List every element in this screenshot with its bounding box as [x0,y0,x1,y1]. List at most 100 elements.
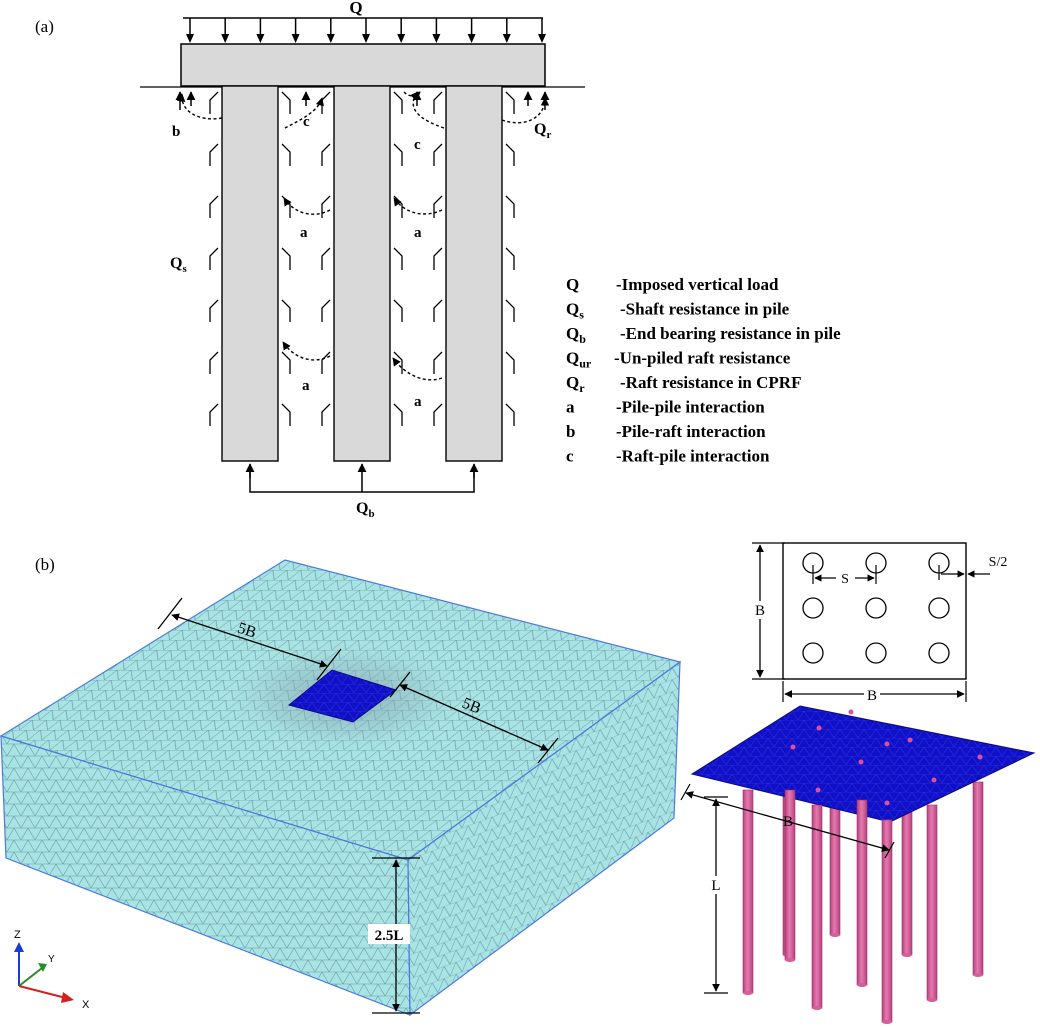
dim-5b-left-label: 5B [235,620,258,642]
panel-b: (b) 5B 5B 2.5L [0,542,1036,1024]
dimension-5b-right [389,671,559,764]
plan-pile-circles [802,552,950,664]
load-arrow [432,18,441,43]
friction-hook [433,91,443,114]
friction-hook [393,247,403,270]
friction-hook [281,403,291,426]
friction-hook [209,195,219,218]
model-pile [856,799,868,987]
pile-1 [221,85,279,462]
load-arrow [502,18,511,43]
plan-s-half-label: S/2 [989,555,1008,570]
pile-2 [333,85,391,462]
plan-pile [928,642,950,664]
friction-hook [321,351,331,374]
label-a-lower-right: a [414,394,422,410]
soil-right-face [407,660,681,1017]
legend-description: -Raft resistance in CPRF [620,373,801,392]
legend-description: -Pile-pile interaction [616,398,765,417]
panel-a-label: (a) [35,17,54,36]
friction-hook [433,247,443,270]
legend-symbol: Q [566,275,579,294]
raft-cap [180,43,546,87]
friction-hook [209,299,219,322]
plan-pile [865,597,887,619]
friction-hook [209,247,219,270]
friction-hook [393,143,403,166]
friction-hook [281,299,291,322]
pile-head-marker [815,787,821,793]
pile-3 [445,85,503,462]
load-arrow [467,18,476,43]
model-l-label: L [711,878,720,894]
pile-layout-plan: S S/2 B B [752,542,1008,704]
friction-hook [505,351,515,374]
friction-hook [505,195,515,218]
friction-hook [321,195,331,218]
model-pile [811,804,823,1010]
label-a-upper-right: a [414,225,422,241]
friction-hook [281,143,291,166]
friction-hook [281,351,291,374]
x-axis-arrow [18,985,67,999]
friction-hook [209,91,219,114]
soil-block [0,559,682,1017]
load-arrow [326,18,335,43]
legend-symbol: Qr [566,373,585,395]
friction-hook [505,299,515,322]
friction-hook [433,299,443,322]
model-pile [926,804,938,1002]
legend-symbol: c [566,447,574,466]
depth-label-bg [368,924,410,944]
label-a-upper-left: a [300,225,308,241]
friction-hook [321,143,331,166]
friction-hook [393,299,403,322]
end-bearing-arrows [245,463,479,493]
friction-hook [281,195,291,218]
model-pile [784,789,796,962]
friction-hook [393,403,403,426]
plan-raft-outline [782,542,967,680]
pile-head-marker [907,737,913,743]
plan-s-label: S [841,572,849,587]
legend-symbol: Qur [566,349,592,371]
friction-hook [209,403,219,426]
legend-description: -Raft-pile interaction [616,447,770,466]
legend-description: -Un-piled raft resistance [614,349,791,368]
load-arrow [256,18,265,43]
x-axis-label: X [82,999,90,1011]
friction-hook [505,143,515,166]
load-arrow [186,18,194,43]
pile-head-marker [931,777,937,783]
pile-head-marker [858,759,864,765]
interaction-arcs [176,91,550,381]
legend-symbol: Qb [566,324,586,346]
dim-5b-right-label: 5B [460,695,484,718]
legend-symbol: Qs [566,300,584,322]
plan-b-horizontal-label: B [867,688,877,704]
pile-head-marker [848,709,854,715]
friction-hook [321,247,331,270]
label-a-lower-left: a [302,378,310,394]
legend-symbol: a [566,398,575,417]
friction-hook [321,299,331,322]
load-label-q: Q [349,0,362,17]
friction-hook [209,351,219,374]
piles [221,85,503,462]
legend-description: -Imposed vertical load [616,275,779,294]
friction-hook [209,143,219,166]
friction-hook [433,143,443,166]
pile-head-marker [977,754,983,760]
friction-hook [321,403,331,426]
legend-description: -Pile-raft interaction [616,422,766,441]
friction-hook [281,247,291,270]
label-c-right: c [414,137,421,153]
end-bearing-label: Qb [356,500,375,520]
model-pile [881,819,893,1024]
axis-triad [14,942,74,1003]
dimension-5b-left [157,597,342,681]
piled-raft-model: B L [680,705,1036,1024]
panel-b-label: (b) [35,555,55,574]
